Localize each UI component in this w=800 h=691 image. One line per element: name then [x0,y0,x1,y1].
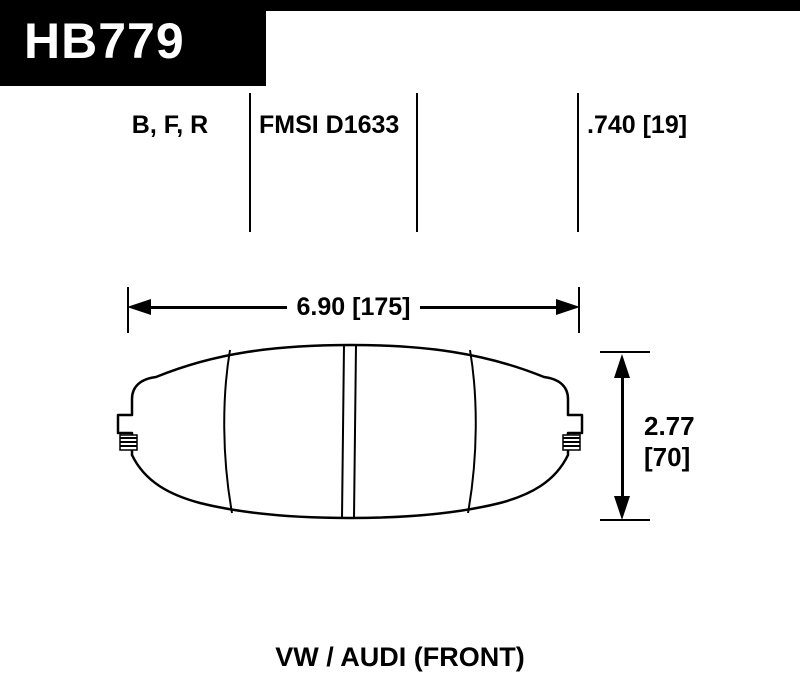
height-dimension [610,354,634,520]
height-dimension-line [620,378,624,496]
spec-separator-1 [249,93,251,232]
arrow-up-icon [614,354,630,378]
spec-separator-2 [416,93,418,232]
fmsi-number: FMSI D1633 [259,111,400,139]
arrow-left-icon [127,299,151,315]
brake-pad-drawing [116,343,584,520]
part-number: HB779 [24,13,185,69]
width-dimension-line-right [420,305,556,309]
spec-separator-3 [577,93,579,232]
width-dimension-line-left [151,305,287,309]
height-extension-line-top [600,351,650,353]
pad-center-slot-left-line [341,344,345,519]
pad-left-segment-line [223,349,233,514]
compound-codes: B, F, R [131,111,209,139]
part-number-block [0,0,266,86]
pad-thickness: .740 [19] [587,111,688,139]
arrow-right-icon [556,299,580,315]
height-extension-line-bottom [600,519,650,521]
width-dimension-label: 6.90 [175] [296,292,411,321]
vehicle-application: VW / AUDI (FRONT) [275,642,525,672]
height-dimension-mm: [70] [644,442,691,472]
width-dimension: 6.90 [175] [127,292,580,321]
height-dimension-label: 2.77 [70] [644,411,695,473]
pad-right-segment-line [467,349,477,514]
right-wear-indicator-block [562,434,581,451]
pad-outer-outline [116,343,584,520]
header-top-strip [0,0,800,11]
arrow-down-icon [614,496,630,520]
left-wear-indicator-block [119,434,138,451]
height-dimension-inches: 2.77 [644,411,695,441]
pad-center-slot-right-line [353,344,357,519]
